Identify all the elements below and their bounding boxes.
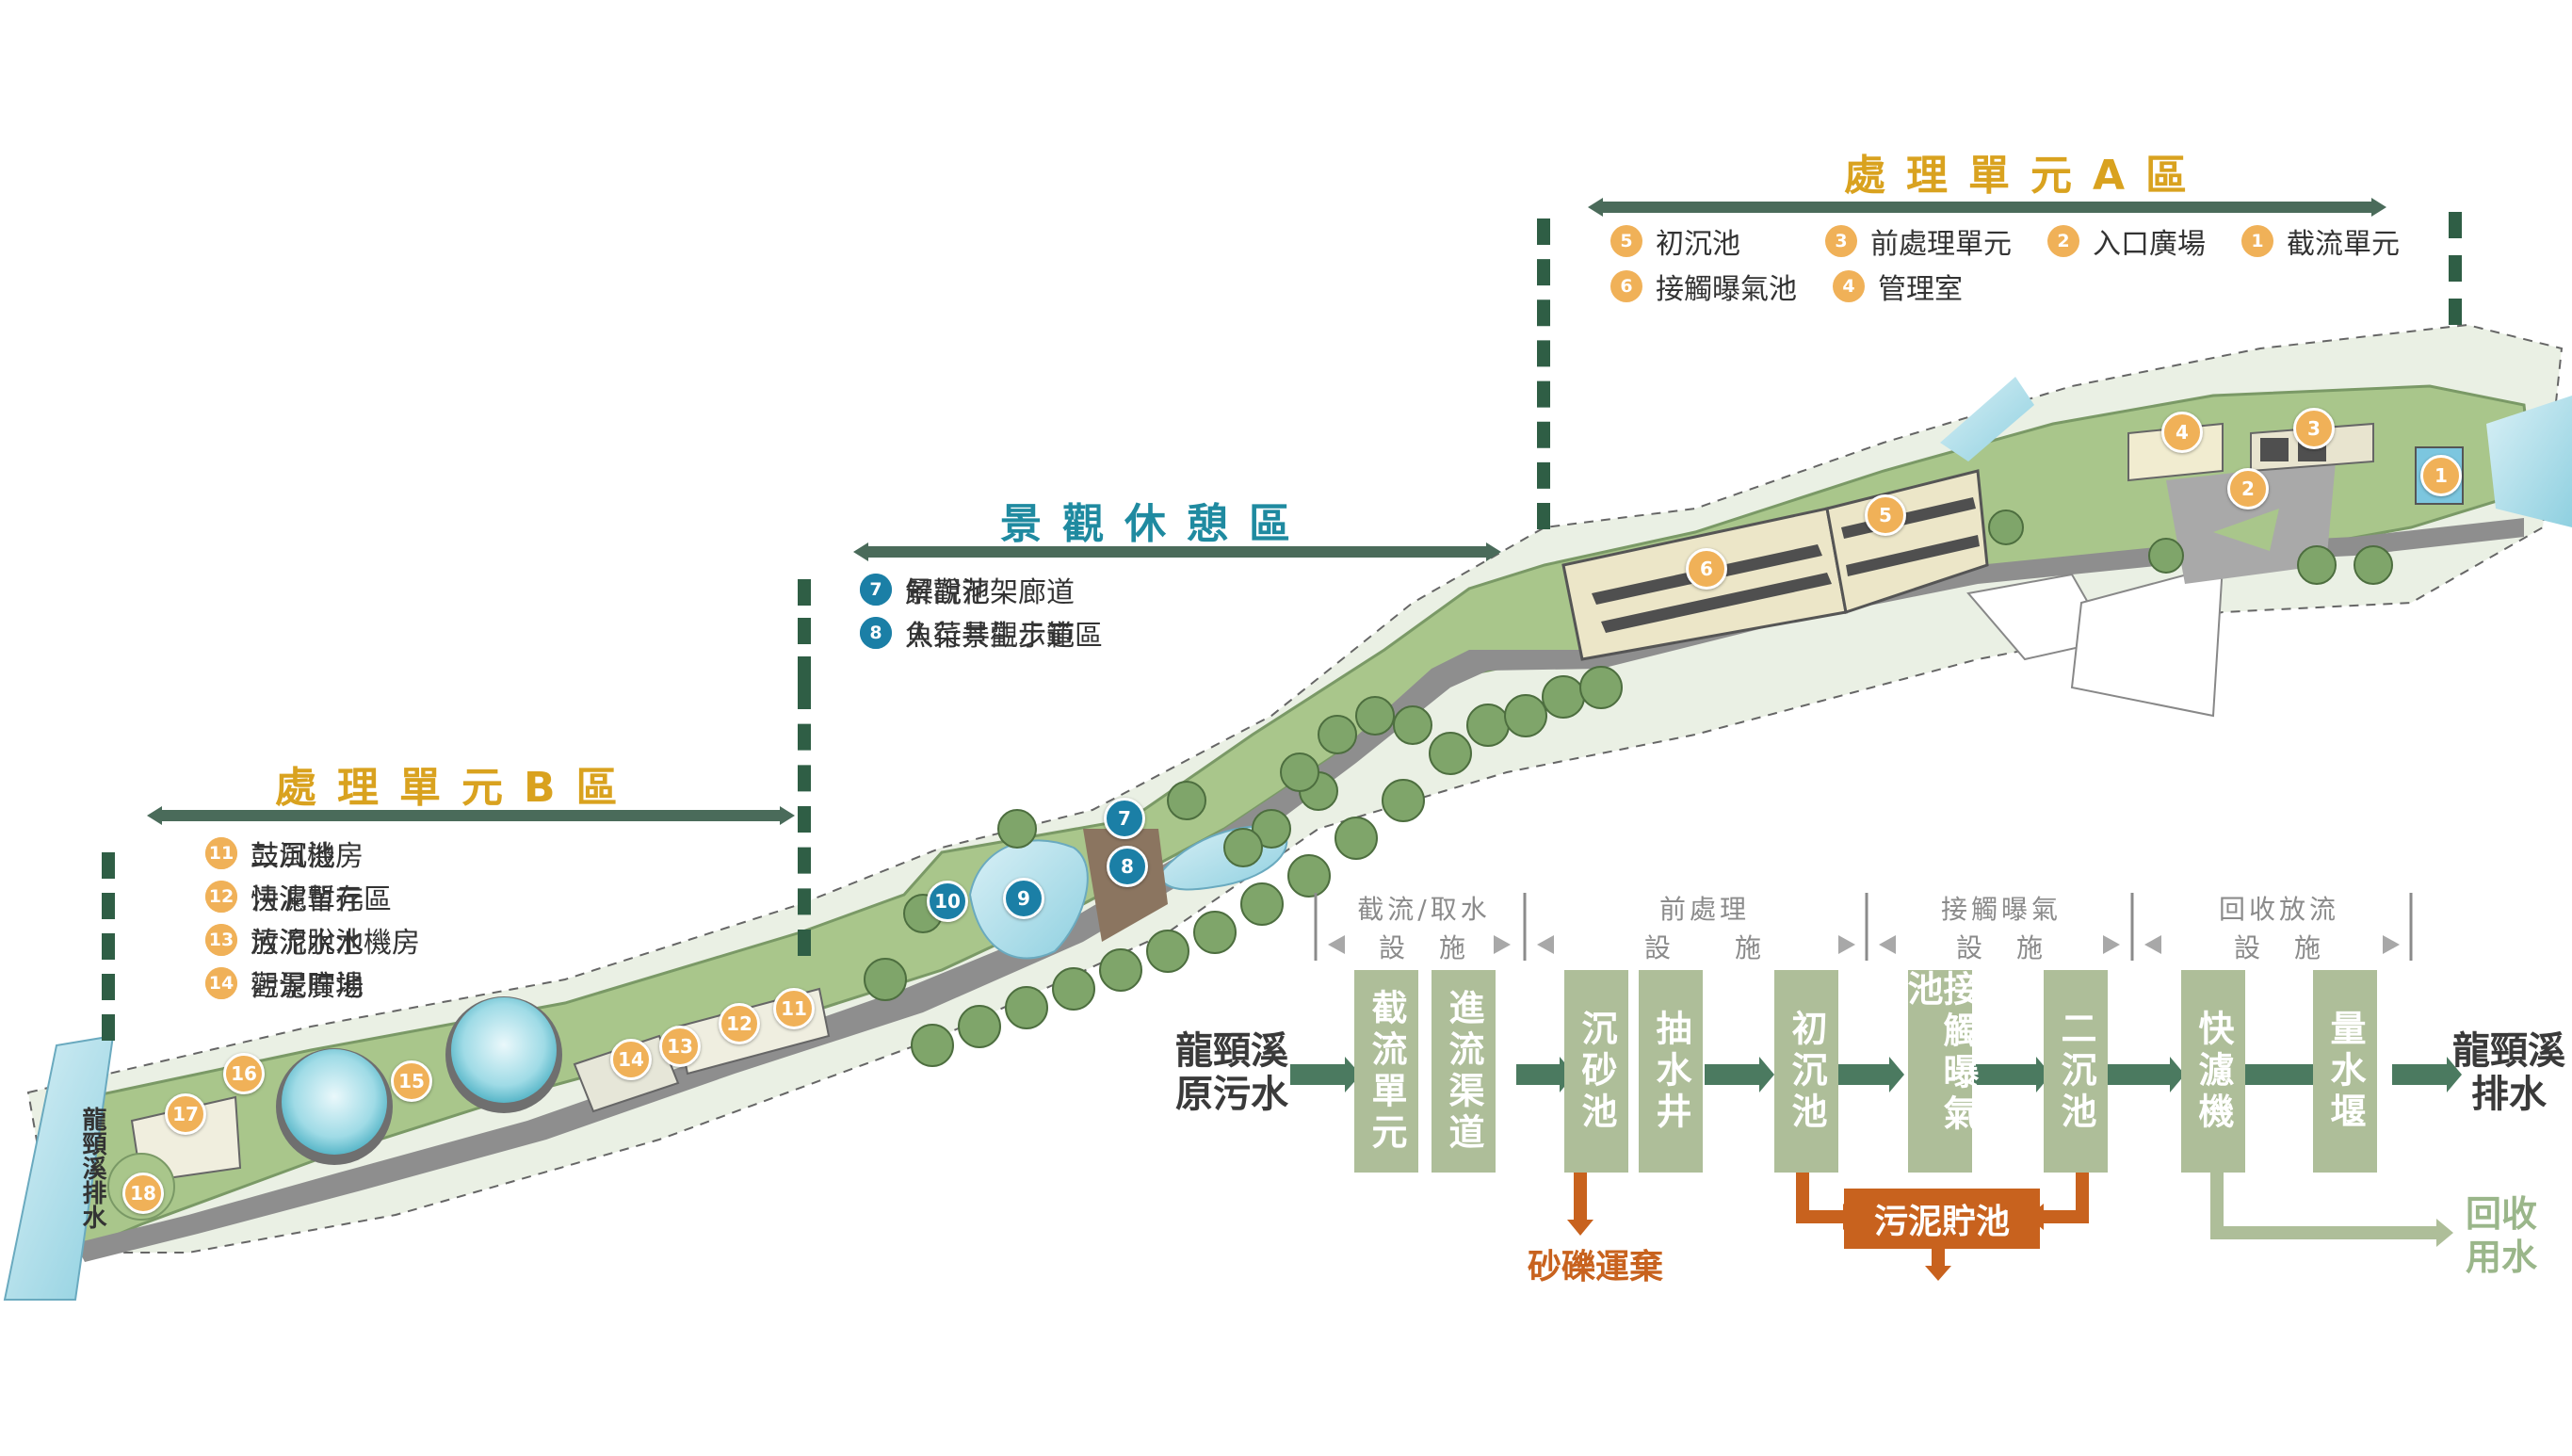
group-dividers — [1314, 893, 2413, 961]
reuse-water: 回收 用水 — [2466, 1193, 2538, 1278]
map-marker-11: 11 — [773, 988, 815, 1029]
map-marker-13: 13 — [659, 1026, 701, 1067]
group-label-pretreatment: 前處理 設 施 — [1643, 894, 1765, 963]
unit-grit-chamber: 沉砂池 — [1564, 970, 1628, 1173]
plaza-garden — [2213, 509, 2279, 551]
creek-right — [2486, 396, 2572, 527]
map-marker-4: 4 — [2161, 412, 2203, 453]
map-marker-3: 3 — [2293, 408, 2335, 449]
map-marker-1: 1 — [2420, 455, 2462, 496]
intake-water — [1940, 377, 2034, 461]
group-label-intake: 截流/取水 設 施 — [1357, 894, 1491, 963]
access-road — [75, 518, 2524, 1262]
zone-landscape-dash — [798, 579, 824, 683]
zone-a-title: 處理單元A區 — [1844, 152, 2208, 200]
unit-pump-well: 抽水井 — [1639, 970, 1703, 1173]
zone-b-bar — [147, 806, 795, 825]
zone-a-bar — [1588, 198, 2386, 217]
map-marker-6: 6 — [1686, 548, 1727, 590]
zone-b-dash-right — [798, 683, 824, 956]
unit-secondary-settling: 二沉池 — [2044, 970, 2108, 1173]
group-arrowheads — [1328, 935, 2400, 954]
map-marker-9: 9 — [1003, 878, 1044, 919]
group-label-aeration: 接觸曝氣 設 施 — [1940, 894, 2062, 963]
flow-outlet: 龍頸溪 排水 — [2452, 1029, 2565, 1116]
trees — [864, 510, 2393, 1067]
group-label-reuse: 回收放流 設 施 — [2218, 894, 2339, 963]
zone-b-dash-left — [102, 852, 128, 1041]
map-marker-5: 5 — [1865, 494, 1906, 536]
zone-a-dash-right — [2449, 212, 2475, 325]
map-marker-16: 16 — [223, 1053, 265, 1094]
secondary-settling-tank-2 — [445, 996, 562, 1113]
reuse-line — [2210, 1173, 2453, 1247]
unit-intercept: 截流單元 — [1354, 970, 1418, 1173]
sludge-lines — [1567, 1173, 2089, 1281]
map-marker-2: 2 — [2227, 468, 2269, 510]
flow-arrows — [1290, 1057, 2462, 1092]
zone-landscape-title: 景觀休憩區 — [1000, 500, 1311, 548]
zone-a-dash-left — [1537, 218, 1563, 529]
secondary-settling-tank-1 — [276, 1048, 393, 1165]
flow-source: 龍頸溪 原污水 — [1175, 1029, 1288, 1116]
map-marker-10: 10 — [927, 881, 968, 922]
map-marker-8: 8 — [1107, 846, 1148, 887]
unit-rapid-filter: 快濾機 — [2181, 970, 2245, 1173]
map-marker-18: 18 — [122, 1173, 164, 1214]
unit-inflow-channel: 進流渠道 — [1432, 970, 1496, 1173]
zone-landscape-bar — [853, 542, 1501, 561]
unit-weir: 量水堰 — [2313, 970, 2377, 1173]
map-marker-14: 14 — [610, 1039, 652, 1080]
map-marker-15: 15 — [391, 1060, 432, 1102]
grit-disposal: 砂礫運棄 — [1528, 1248, 1664, 1286]
primary-settling-tank — [1825, 469, 1989, 614]
building-a-outline-2 — [2070, 563, 2224, 718]
unit-primary-settling: 初沉池 — [1774, 970, 1838, 1173]
map-marker-7: 7 — [1104, 798, 1145, 839]
map-marker-12: 12 — [719, 1003, 760, 1044]
unit-contact-aeration: 接觸曝氣池 — [1901, 970, 1979, 1173]
creek-label: 龍頸溪排水 — [78, 1107, 106, 1229]
zone-b-title: 處理單元B區 — [275, 764, 639, 812]
map-marker-17: 17 — [165, 1093, 206, 1135]
sludge-tank: 污泥貯池 — [1844, 1189, 2040, 1249]
